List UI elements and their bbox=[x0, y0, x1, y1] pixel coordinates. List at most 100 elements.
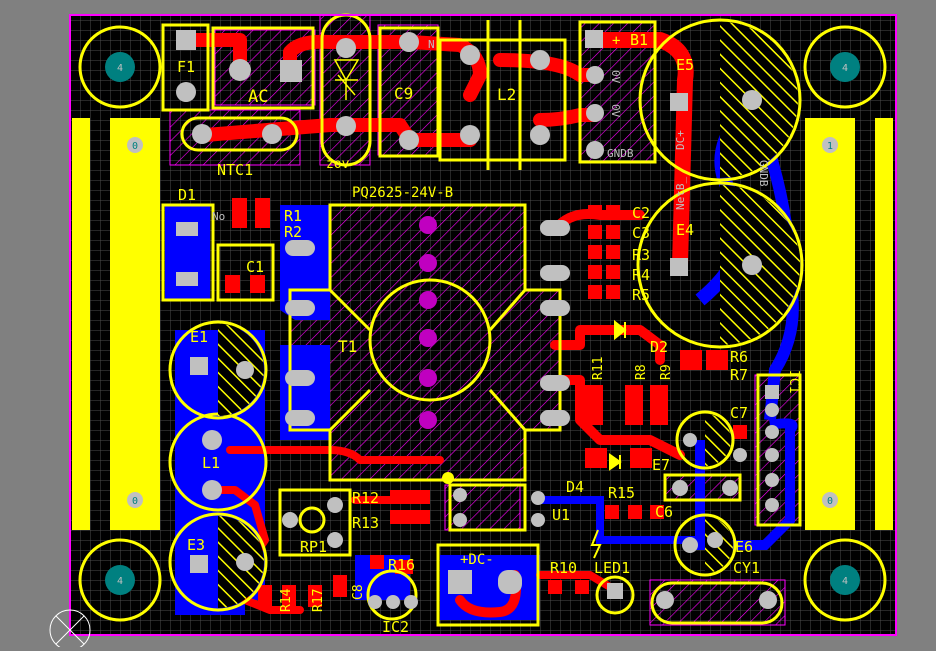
label-r13[interactable]: R13 bbox=[352, 514, 379, 532]
label-c6[interactable]: C6 bbox=[655, 503, 673, 521]
label-e7[interactable]: E7 bbox=[652, 456, 670, 474]
ic2-outline[interactable] bbox=[366, 569, 418, 621]
label-l2[interactable]: L2 bbox=[497, 85, 516, 104]
mount-hole-br[interactable]: 4 bbox=[803, 538, 887, 622]
cy1-outline[interactable] bbox=[650, 581, 784, 625]
label-e1[interactable]: E1 bbox=[190, 328, 208, 346]
label-zov[interactable]: zov bbox=[326, 157, 350, 172]
f1-outline[interactable] bbox=[161, 23, 210, 112]
label-r16[interactable]: R16 bbox=[388, 556, 415, 574]
rail-bar-right-outer[interactable] bbox=[875, 118, 893, 530]
d1-outline[interactable] bbox=[161, 203, 215, 302]
mount-hole-tl[interactable]: 4 bbox=[78, 25, 162, 109]
e3-outline[interactable] bbox=[168, 512, 268, 612]
label-r2[interactable]: R2 bbox=[284, 223, 302, 241]
net-label-0v-2: 0V bbox=[609, 104, 622, 118]
label-rp1[interactable]: RP1 bbox=[300, 538, 327, 556]
trace-t1-d4[interactable] bbox=[550, 375, 685, 460]
label-r8[interactable]: R8 bbox=[634, 364, 649, 380]
c6-outline[interactable] bbox=[663, 473, 742, 502]
board-outline[interactable] bbox=[69, 14, 897, 636]
through-hole-pads bbox=[176, 30, 779, 609]
label-r4[interactable]: R4 bbox=[632, 266, 650, 284]
label-ic1[interactable]: IC1 bbox=[786, 370, 801, 393]
label-c2[interactable]: C2 bbox=[632, 204, 650, 222]
label-ntc1[interactable]: NTC1 bbox=[217, 161, 253, 179]
label-u1[interactable]: U1 bbox=[552, 506, 570, 524]
label-pcb-title[interactable]: PQ2625-24V-B bbox=[352, 185, 453, 201]
rail-bar-right-inner[interactable] bbox=[805, 118, 855, 530]
net-label-gnd-vertical: GNDB bbox=[757, 160, 770, 187]
label-r14[interactable]: R14 bbox=[279, 588, 294, 612]
mount-hole-label: 4 bbox=[117, 63, 123, 74]
label-r15[interactable]: R15 bbox=[608, 484, 635, 502]
label-d4[interactable]: D4 bbox=[566, 478, 584, 496]
b1-outline[interactable] bbox=[578, 20, 657, 164]
label-c8[interactable]: C8 bbox=[351, 584, 366, 600]
bottom-trace-ic1[interactable] bbox=[695, 418, 798, 550]
label-r6[interactable]: R6 bbox=[730, 348, 748, 366]
e5-outline[interactable] bbox=[638, 18, 802, 182]
rp1-outline[interactable] bbox=[278, 488, 352, 557]
rail-bar-left-inner[interactable] bbox=[110, 118, 160, 530]
label-ic2[interactable]: IC2 bbox=[382, 618, 409, 636]
label-r1[interactable]: R1 bbox=[284, 207, 302, 225]
bottom-trace-u1[interactable] bbox=[540, 496, 700, 544]
u1-outline[interactable] bbox=[448, 483, 527, 532]
e6-outline[interactable] bbox=[673, 513, 737, 577]
trace-t1-d2[interactable] bbox=[550, 325, 665, 365]
label-c1[interactable]: C1 bbox=[246, 258, 264, 276]
label-r7[interactable]: R7 bbox=[730, 366, 748, 384]
designator-labels: F1 AC NTC1 zov C9 L2 B1 E5 E4 D1 C1 R1 R… bbox=[177, 31, 801, 636]
trace-ntc-zov[interactable] bbox=[198, 118, 477, 147]
c9-outline[interactable] bbox=[378, 26, 440, 158]
e4-outline[interactable] bbox=[636, 181, 804, 349]
c7-outline[interactable] bbox=[675, 410, 735, 470]
label-b1[interactable]: B1 bbox=[630, 31, 648, 49]
rail-bar-left-top[interactable] bbox=[72, 118, 90, 530]
mount-hole-bl[interactable]: 4 bbox=[78, 538, 162, 622]
label-r9[interactable]: R9 bbox=[659, 364, 674, 380]
ic1-outline[interactable] bbox=[756, 373, 802, 527]
l2-outline[interactable] bbox=[438, 38, 567, 162]
label-t1[interactable]: T1 bbox=[338, 337, 357, 356]
label-e6[interactable]: E6 bbox=[735, 538, 753, 556]
label-r12[interactable]: R12 bbox=[352, 489, 379, 507]
label-e3[interactable]: E3 bbox=[187, 536, 205, 554]
label-r17[interactable]: R17 bbox=[311, 589, 326, 612]
mount-hole-label: 4 bbox=[842, 576, 848, 587]
label-l1[interactable]: L1 bbox=[202, 454, 220, 472]
label-ac[interactable]: AC bbox=[248, 87, 268, 107]
label-e5[interactable]: E5 bbox=[676, 56, 694, 74]
e1-outline[interactable] bbox=[168, 320, 268, 420]
dc-outline[interactable] bbox=[436, 543, 540, 627]
mount-hole-label: 4 bbox=[842, 63, 848, 74]
label-c7[interactable]: C7 bbox=[730, 404, 748, 422]
ntc1-outline[interactable] bbox=[180, 116, 299, 152]
label-dc[interactable]: +DC- bbox=[460, 552, 494, 568]
label-r3[interactable]: R3 bbox=[632, 246, 650, 264]
label-r10[interactable]: R10 bbox=[550, 559, 577, 577]
mount-hole-tr[interactable]: 4 bbox=[803, 25, 887, 109]
label-d2[interactable]: D2 bbox=[650, 338, 668, 356]
label-r11[interactable]: R11 bbox=[591, 357, 606, 380]
net-label-netb: NetB_ bbox=[674, 177, 687, 210]
label-f1[interactable]: F1 bbox=[177, 58, 195, 76]
trace-b1-plus[interactable] bbox=[587, 32, 694, 273]
label-e4[interactable]: E4 bbox=[676, 221, 694, 239]
label-cy1[interactable]: CY1 bbox=[733, 559, 760, 577]
label-c3[interactable]: C3 bbox=[632, 224, 650, 242]
label-d1[interactable]: D1 bbox=[178, 186, 196, 204]
label-c9[interactable]: C9 bbox=[394, 84, 413, 103]
c1-outline[interactable] bbox=[216, 243, 275, 302]
label-led1[interactable]: LED1 bbox=[594, 559, 630, 577]
rp1-pot[interactable] bbox=[298, 506, 326, 534]
net-labels: + N 0V 0V GNDB DC+ NetB_ GNDB No bbox=[212, 33, 770, 223]
trace-r10[interactable] bbox=[536, 571, 619, 594]
ac-outline[interactable] bbox=[211, 26, 315, 110]
led1-outline[interactable] bbox=[595, 575, 635, 615]
label-r5[interactable]: R5 bbox=[632, 286, 650, 304]
t1-core-circle[interactable] bbox=[368, 278, 492, 402]
